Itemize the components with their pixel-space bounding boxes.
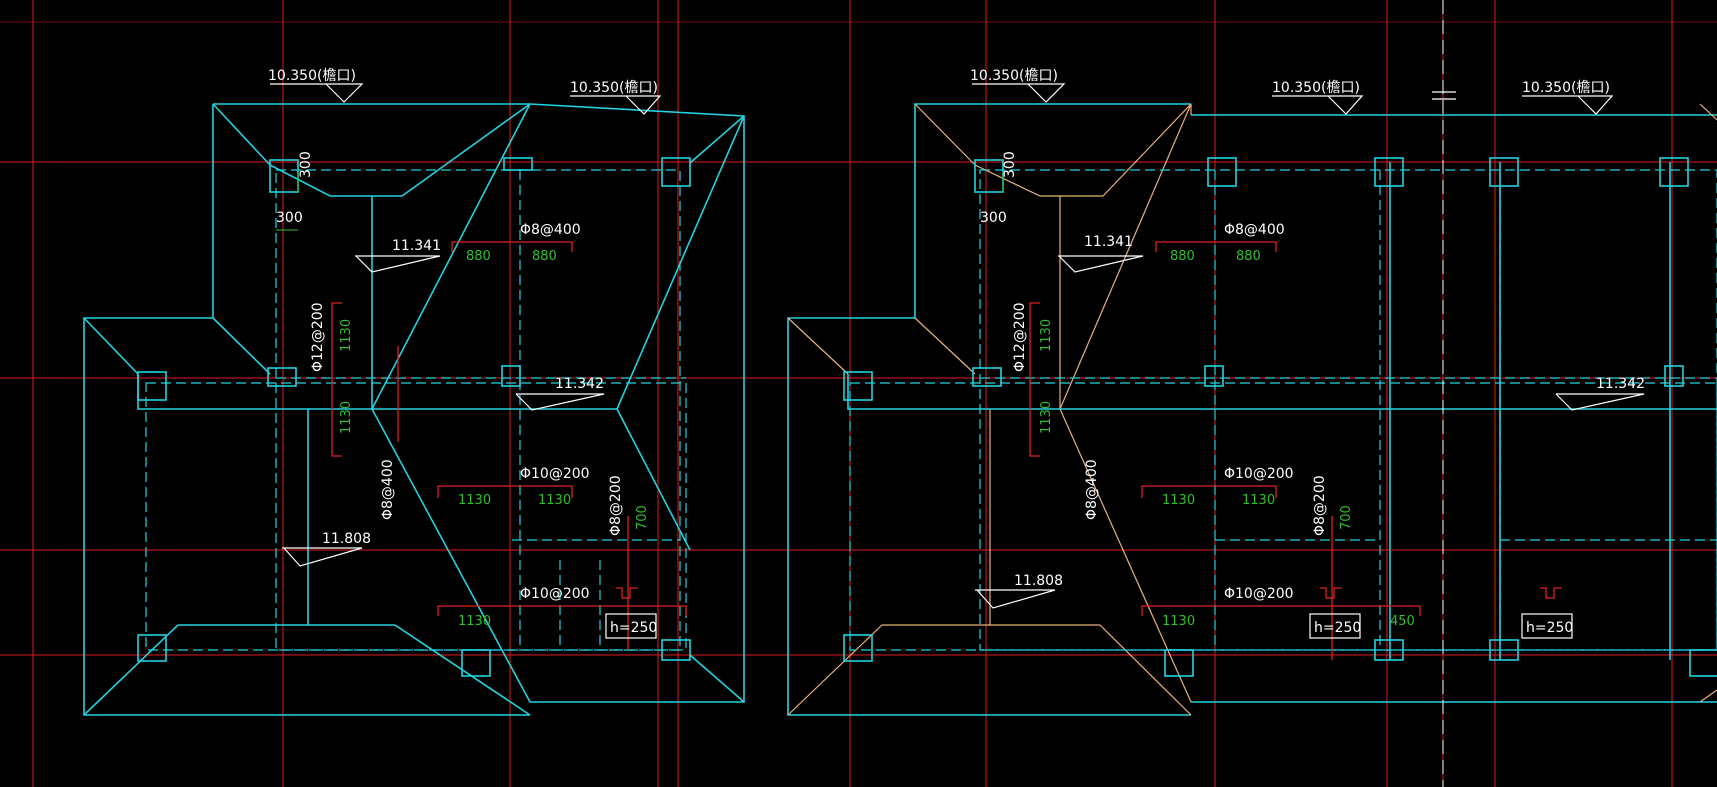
column-dim: 300 [276,210,303,226]
eave-label: 10.350(檐口) [1272,80,1360,96]
right-roof-plan [787,0,1717,787]
elevation-label: 11.808 [322,531,371,547]
dim-value: 1130 [1039,401,1054,434]
dim-value: 1130 [1162,493,1195,508]
dim-value: 880 [532,249,557,264]
dim-value: 880 [1170,249,1195,264]
thickness-box [1309,613,1361,639]
dim-value: 880 [1236,249,1261,264]
column-dim: 300 [298,151,314,178]
dim-value: 700 [635,505,650,530]
rebar-label: Φ10@200 [1224,586,1294,602]
thickness-box [1521,613,1573,639]
dim-value: 450 [1390,614,1415,629]
eave-label: 10.350(檐口) [268,68,356,84]
rebar-label: Φ10@200 [520,466,590,482]
thickness-box [605,613,657,639]
dim-value: 1130 [538,493,571,508]
rebar-label: Φ10@200 [520,586,590,602]
rebar-label: Φ8@400 [1224,222,1285,238]
slab-thickness: h=250 [1314,620,1361,636]
eave-label: 10.350(檐口) [970,68,1058,84]
rebar-label: Φ12@200 [310,302,326,372]
left-plan-labels: 10.350(檐口) 10.350(檐口) 11.341 11.342 11.8… [268,68,658,639]
rebar-label: Φ8@400 [380,459,396,520]
elevation-label: 11.342 [1596,376,1645,392]
rebar-label: Φ8@200 [608,475,624,536]
elevation-label: 11.341 [1084,234,1133,250]
right-plan-labels: 10.350(檐口) 10.350(檐口) 10.350(檐口) 11.341 … [970,68,1645,639]
rebar-label: Φ8@200 [1312,475,1328,536]
slab-thickness: h=250 [1526,620,1573,636]
elevation-label: 11.342 [555,376,604,392]
left-roof-plan [83,103,745,716]
dim-value: 1130 [458,614,491,629]
eave-label: 10.350(檐口) [1522,80,1610,96]
elevation-label: 11.808 [1014,573,1063,589]
dim-value: 1130 [339,319,354,352]
rebar-label: Φ8@400 [1084,459,1100,520]
rebar-label: Φ8@400 [520,222,581,238]
dim-value: 1130 [458,493,491,508]
level-markers [270,83,1645,609]
column-dim: 300 [1002,151,1018,178]
dim-value: 1130 [1039,319,1054,352]
dim-value: 880 [466,249,491,264]
rebar-label: Φ10@200 [1224,466,1294,482]
dim-value: 700 [1339,505,1354,530]
dim-value: 1130 [339,401,354,434]
dim-value: 1130 [1162,614,1195,629]
slab-thickness: h=250 [610,620,657,636]
column-dim: 300 [980,210,1007,226]
elevation-label: 11.341 [392,238,441,254]
eave-label: 10.350(檐口) [570,80,658,96]
column-blue [269,159,299,193]
rebar-label: Φ12@200 [1012,302,1028,372]
dim-value: 1130 [1242,493,1275,508]
